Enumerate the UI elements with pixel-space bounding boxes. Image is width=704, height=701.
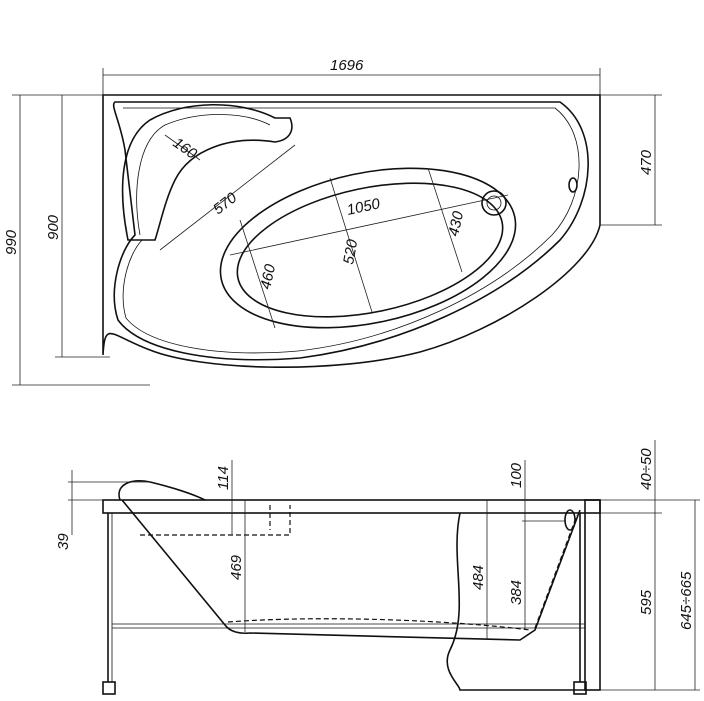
dim-469: 469 bbox=[228, 554, 245, 580]
overflow-icon bbox=[568, 177, 578, 193]
dim-40-50: 40÷50 bbox=[638, 448, 655, 490]
basin-inner bbox=[236, 182, 504, 318]
drain-icon bbox=[481, 190, 507, 216]
dim-160: 160 bbox=[170, 134, 201, 163]
dim-484: 484 bbox=[470, 565, 487, 590]
dim-470: 470 bbox=[638, 149, 655, 175]
dim-39: 39 bbox=[55, 533, 72, 550]
dim-900: 900 bbox=[45, 214, 62, 240]
dim-990: 990 bbox=[3, 229, 20, 255]
dim-520: 520 bbox=[340, 237, 361, 265]
dim-645-665: 645÷665 bbox=[678, 571, 695, 630]
rim bbox=[102, 499, 601, 514]
tub-outline bbox=[102, 94, 601, 369]
side-view: 39 114 469 484 384 100 40÷50 595 645÷665 bbox=[55, 440, 700, 695]
foot-right bbox=[573, 681, 587, 695]
dim-570: 570 bbox=[210, 189, 241, 218]
break-line bbox=[446, 512, 585, 691]
headrest-inner bbox=[136, 114, 271, 236]
tub-body bbox=[121, 499, 581, 641]
foot-left bbox=[102, 681, 116, 695]
headrest bbox=[121, 103, 293, 241]
dim-595: 595 bbox=[638, 589, 655, 615]
overflow-icon-side bbox=[564, 509, 576, 531]
rim-inner-edge-2 bbox=[122, 107, 580, 354]
headrest-profile bbox=[118, 480, 206, 501]
dim-1050: 1050 bbox=[345, 195, 382, 219]
dim-100: 100 bbox=[508, 462, 525, 488]
dim-460: 460 bbox=[257, 262, 279, 291]
dim-384: 384 bbox=[508, 580, 525, 605]
dim-114: 114 bbox=[215, 466, 232, 490]
dim-1696: 1696 bbox=[330, 57, 364, 74]
basin-outer bbox=[219, 167, 517, 329]
top-view: 1696 990 900 470 160 570 1050 520 460 43… bbox=[3, 57, 662, 386]
front-panel bbox=[584, 499, 601, 691]
dim-430: 430 bbox=[445, 209, 467, 238]
